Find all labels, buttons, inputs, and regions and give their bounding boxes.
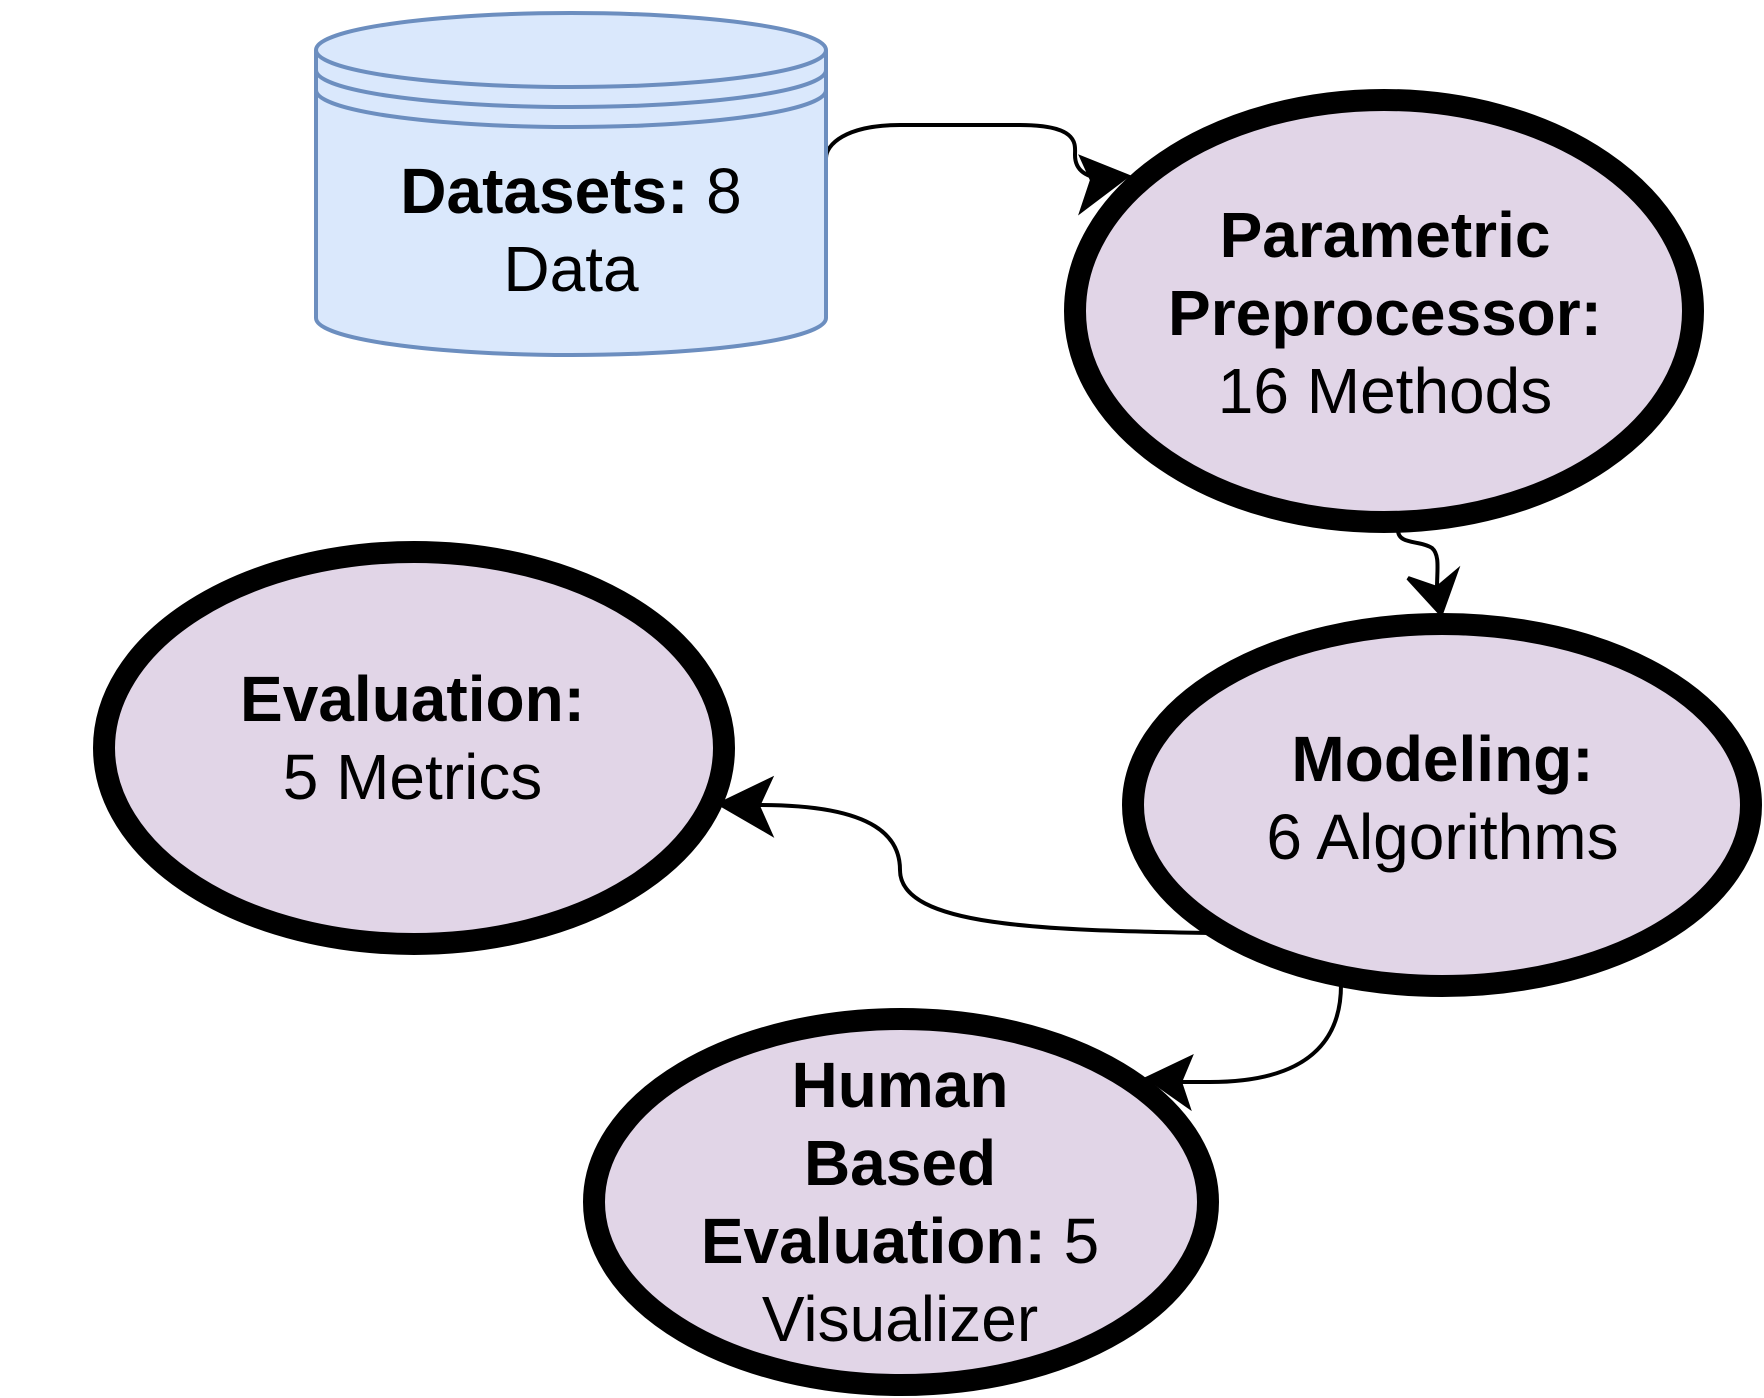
edge-modeling-to-human xyxy=(1180,984,1343,1084)
edge-datasets-to-preprocessor xyxy=(824,123,1111,182)
human-title-line3: Evaluation: xyxy=(700,1205,1046,1277)
preprocessor-subtitle: 16 Methods xyxy=(1217,354,1553,427)
arrowhead-preprocessor xyxy=(1078,154,1132,216)
evaluation-ellipse xyxy=(93,541,735,955)
human-subtitle: Visualizer xyxy=(761,1283,1039,1355)
human-evaluation-ellipse xyxy=(583,1008,1219,1396)
human-title-line1: Human xyxy=(791,1049,1009,1121)
human-count: 5 xyxy=(1063,1205,1100,1277)
evaluation-subtitle: 5 Metrics xyxy=(282,740,543,813)
evaluation-title: Evaluation: xyxy=(240,662,585,735)
arrowhead-evaluation xyxy=(715,775,775,838)
evaluation-label: Evaluation: 5 Metrics xyxy=(150,655,675,820)
preprocessor-title-line1: Parametric xyxy=(1219,198,1551,271)
edge-preprocessor-to-modeling xyxy=(1396,529,1440,589)
arrowhead-modeling xyxy=(1406,565,1461,618)
modeling-title: Modeling: xyxy=(1291,722,1594,795)
datasets-subtitle: Data xyxy=(503,233,639,305)
edge-modeling-to-evaluation xyxy=(759,803,1211,935)
datasets-title: Datasets: xyxy=(400,155,689,227)
human-title-line2: Based xyxy=(803,1127,997,1199)
modeling-ellipse xyxy=(1122,613,1762,997)
modeling-label: Modeling: 6 Algorithms xyxy=(1180,715,1705,880)
human-evaluation-label: Human Based Evaluation: 5 Visualizer xyxy=(640,1042,1160,1362)
datasets-cylinder xyxy=(314,11,828,357)
preprocessor-title-line2: Preprocessor: xyxy=(1168,276,1602,349)
preprocessor-ellipse xyxy=(1064,89,1704,533)
datasets-count: 8 xyxy=(706,155,742,227)
preprocessor-label: Parametric Preprocessor: 16 Methods xyxy=(1100,190,1670,435)
arrowhead-human xyxy=(1144,1053,1194,1112)
modeling-subtitle: 6 Algorithms xyxy=(1266,800,1619,873)
datasets-label: Datasets: 8 Data xyxy=(316,140,826,320)
